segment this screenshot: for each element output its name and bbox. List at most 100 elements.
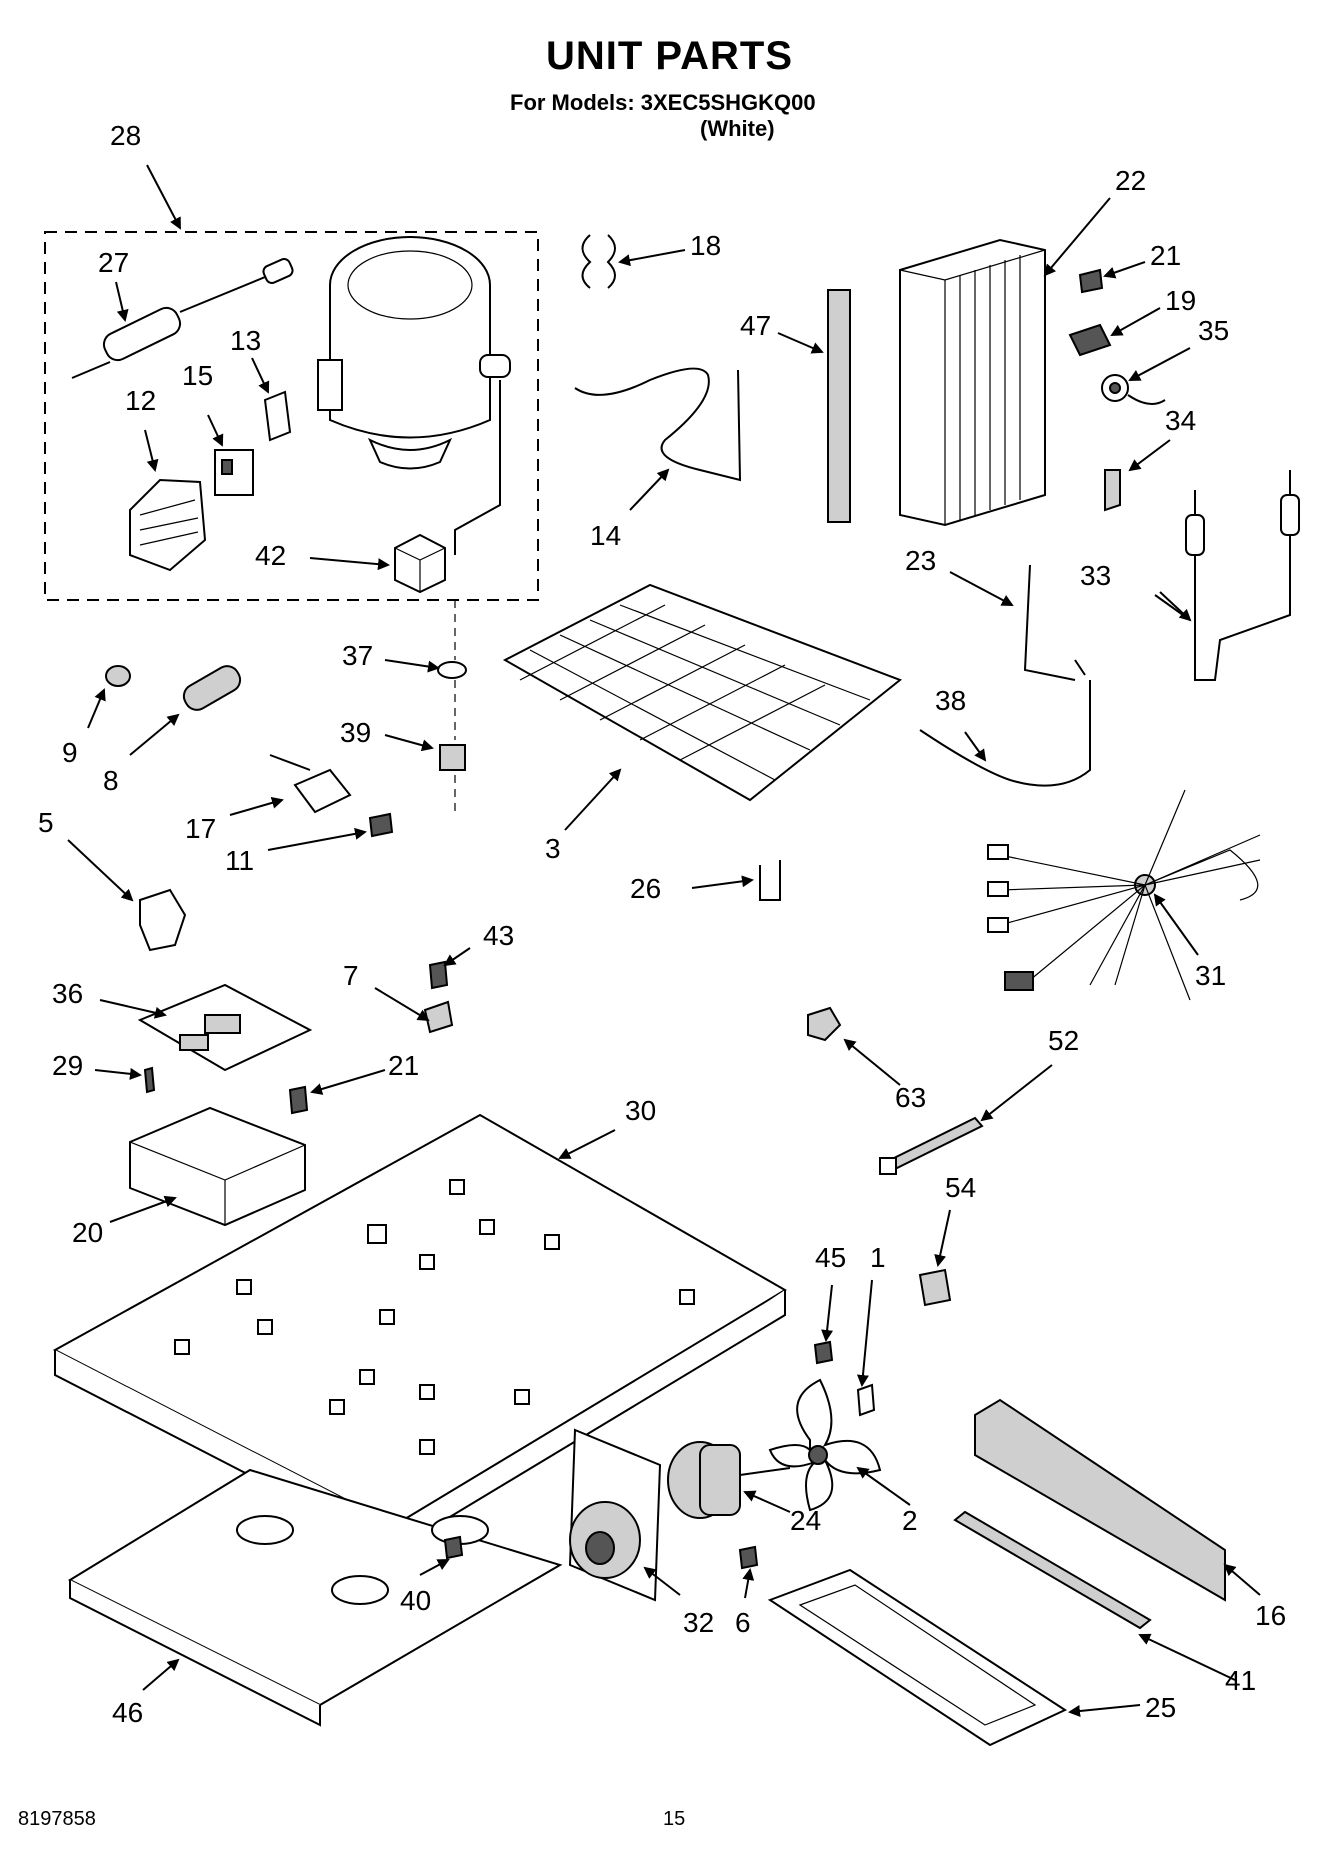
callout-45: 45 — [815, 1242, 846, 1273]
part-8-icon — [182, 665, 242, 711]
callout-3: 3 — [545, 833, 561, 864]
callout-15: 15 — [182, 360, 213, 391]
part-17-icon — [269, 754, 352, 814]
part-37-washer-icon — [437, 661, 467, 679]
callout-26: 26 — [630, 873, 661, 904]
callout-18: 18 — [690, 230, 721, 261]
callout-63: 63 — [895, 1082, 926, 1113]
compressor-assembly-group — [44, 231, 539, 601]
callout-46: 46 — [112, 1697, 143, 1728]
callout-32: 32 — [683, 1607, 714, 1638]
part-2-fanblade-icon — [768, 1378, 882, 1512]
compressor-icon — [317, 236, 511, 555]
callout-34: 34 — [1165, 405, 1196, 436]
page-number: 15 — [663, 1808, 686, 1830]
callout-31: 31 — [1195, 960, 1226, 991]
part-18-clip-icon — [581, 234, 616, 289]
part-52-tie-icon — [879, 1116, 984, 1175]
callout-7: 7 — [343, 960, 359, 991]
part-35-icon — [1101, 374, 1166, 405]
part-14-tube-icon — [574, 367, 742, 482]
callout-35: 35 — [1198, 315, 1229, 346]
callout-23: 23 — [905, 545, 936, 576]
part-7-icon — [423, 1000, 454, 1034]
callout-13: 13 — [230, 325, 261, 356]
part-22-condenser-icon — [899, 238, 1046, 527]
callout-42: 42 — [255, 540, 286, 571]
callout-16: 16 — [1255, 1600, 1286, 1631]
leader-lines — [67, 164, 1261, 1717]
models-line: For Models: 3XEC5SHGKQ00 — [510, 90, 816, 115]
part-13-icon — [263, 390, 292, 442]
part-9-icon — [105, 665, 131, 687]
callout-8: 8 — [103, 765, 119, 796]
callout-20: 20 — [72, 1217, 103, 1248]
callout-41: 41 — [1225, 1665, 1256, 1696]
part-26-icon — [759, 860, 781, 901]
callout-19: 19 — [1165, 285, 1196, 316]
callout-37: 37 — [342, 640, 373, 671]
part-1-bracket-icon — [856, 1383, 876, 1417]
document-number: 8197858 — [18, 1808, 96, 1830]
part-27-drier-icon — [71, 258, 294, 379]
part-30-baseplate-icon — [52, 1113, 787, 1552]
callout-38: 38 — [935, 685, 966, 716]
callout-28: 28 — [110, 120, 141, 151]
callout-40: 40 — [400, 1585, 431, 1616]
part-5-icon — [139, 888, 187, 952]
part-33-tube-icon — [1185, 470, 1300, 681]
callout-24: 24 — [790, 1505, 821, 1536]
part-19-icon — [1068, 323, 1112, 357]
part-39-icon — [439, 744, 466, 771]
part-11-screw-icon — [368, 812, 394, 838]
callout-1: 1 — [870, 1242, 886, 1273]
part-34-icon — [1104, 469, 1121, 512]
callout-14: 14 — [590, 520, 621, 551]
part-15-icon — [214, 449, 254, 496]
part-54-connector-icon — [918, 1268, 952, 1307]
part-23-icon — [1023, 564, 1086, 681]
part-46-base-icon — [67, 1468, 563, 1727]
part-29-icon — [143, 1066, 156, 1094]
callout-39: 39 — [340, 717, 371, 748]
part-36-board-icon — [137, 983, 313, 1072]
callout-22: 22 — [1115, 165, 1146, 196]
callout-47: 47 — [740, 310, 771, 341]
part-21-screw-lower-icon — [288, 1085, 309, 1115]
callout-33: 33 — [1080, 560, 1111, 591]
callout-11: 11 — [225, 845, 254, 876]
callout-30: 30 — [625, 1095, 656, 1126]
callout-25: 25 — [1145, 1692, 1176, 1723]
part-47-strip-icon — [827, 289, 851, 523]
callout-43: 43 — [483, 920, 514, 951]
part-43-screw-icon — [428, 960, 449, 990]
callout-21-lower: 21 — [388, 1050, 419, 1081]
callout-2: 2 — [902, 1505, 918, 1536]
part-3-evaporator-icon — [502, 583, 902, 802]
callout-52: 52 — [1048, 1025, 1079, 1056]
part-12-icon — [129, 478, 207, 572]
part-21-screw-icon — [1078, 268, 1104, 294]
callout-6: 6 — [735, 1607, 751, 1638]
part-38-icon — [919, 680, 1091, 787]
callout-54: 54 — [945, 1172, 976, 1203]
callout-labels: 28 27 13 15 12 42 18 47 14 22 21 19 35 3… — [38, 120, 1286, 1728]
part-24-motor-icon — [667, 1441, 791, 1519]
part-45-screw-icon — [813, 1340, 834, 1365]
part-41-strip-icon — [953, 1510, 1152, 1630]
callout-36: 36 — [52, 978, 83, 1009]
callout-9: 9 — [62, 737, 78, 768]
part-16-panel-icon — [974, 1398, 1226, 1602]
part-31-harness-icon — [987, 789, 1261, 1001]
variant-label: (White) — [700, 116, 775, 141]
part-20-box-icon — [129, 1106, 306, 1227]
part-42-icon — [394, 533, 446, 594]
callout-17: 17 — [185, 813, 216, 844]
callout-12: 12 — [125, 385, 156, 416]
part-25-drainpan-icon — [767, 1568, 1068, 1747]
part-32-shroud-icon — [568, 1428, 662, 1602]
callout-5: 5 — [38, 807, 54, 838]
callout-27: 27 — [98, 247, 129, 278]
part-6-screw-icon — [738, 1545, 759, 1570]
